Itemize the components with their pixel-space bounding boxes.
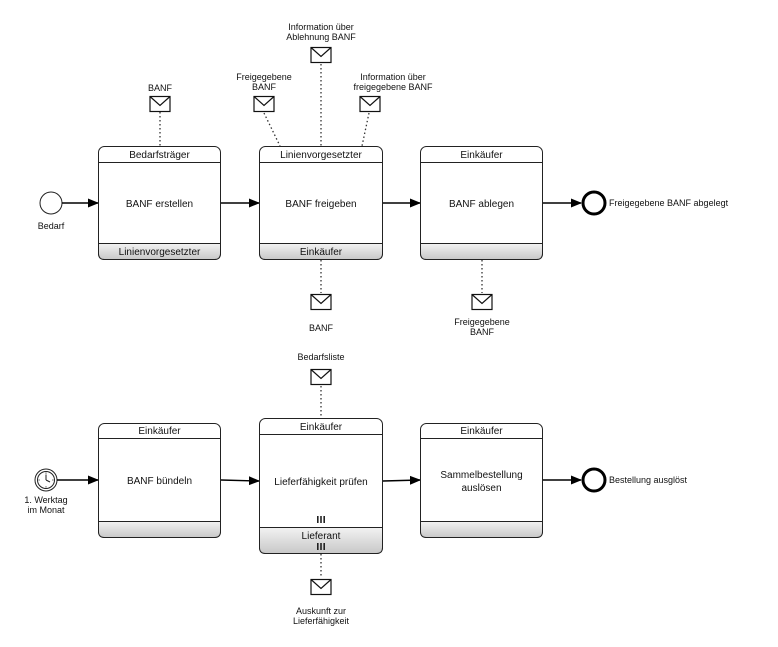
envelope-icon <box>310 46 332 64</box>
end-event-label: Freigegebene BANF abgelegt <box>609 198 729 208</box>
message-label: Auskunft zur <box>296 606 346 616</box>
task-name: Lieferfähigkeit prüfen <box>274 477 367 488</box>
choreography-task-sammelbestellung-ausloesen[interactable]: Einkäufer Sammelbestellung auslösen <box>420 423 543 538</box>
message-banf-in: BANF <box>148 83 173 113</box>
task-name: BANF freigeben <box>285 199 356 210</box>
sequence-flow <box>220 476 261 486</box>
message-association <box>361 112 370 147</box>
task-name: Sammelbestellung <box>440 470 522 481</box>
multi-instance-marker-icon <box>317 516 325 523</box>
envelope-icon <box>471 293 493 311</box>
multi-instance-marker-icon <box>317 543 325 550</box>
start-event-label: Bedarf <box>38 221 65 231</box>
initiator-label: Einkäufer <box>460 426 503 437</box>
envelope-icon <box>310 293 332 311</box>
message-label: Freigegebene <box>454 317 510 327</box>
message-label: BANF <box>252 82 277 92</box>
start-event-label: 1. Werktag <box>24 495 67 505</box>
message-label: Information über <box>288 22 354 32</box>
choreography-task-banf-erstellen[interactable]: Bedarfsträger BANF erstellen Linienvorge… <box>98 146 221 260</box>
message-ablehnung-banf: Information über Ablehnung BANF <box>286 22 356 64</box>
participant-label: Einkäufer <box>300 247 343 258</box>
message-label: Information über <box>360 72 426 82</box>
message-label: BANF <box>309 323 334 333</box>
choreography-task-banf-ablegen[interactable]: Einkäufer BANF ablegen <box>420 146 543 260</box>
initiator-label: Bedarfsträger <box>129 150 190 161</box>
envelope-icon <box>359 95 381 113</box>
message-association <box>263 112 281 147</box>
message-label: Lieferfähigkeit <box>293 616 350 626</box>
message-info-freigegebene-banf: Information über freigegebene BANF <box>353 72 433 113</box>
message-auskunft-lieferfaehigkeit: Auskunft zur Lieferfähigkeit <box>293 578 350 626</box>
envelope-icon <box>310 578 332 596</box>
start-event-label: im Monat <box>27 505 65 515</box>
message-banf-out: BANF <box>309 293 334 333</box>
choreography-task-banf-buendeln[interactable]: Einkäufer BANF bündeln <box>98 423 221 538</box>
message-label: Freigegebene <box>236 72 292 82</box>
envelope-icon <box>253 95 275 113</box>
message-label: Bedarfsliste <box>297 352 344 362</box>
task-name: BANF erstellen <box>126 199 193 210</box>
end-event-freigegebene-banf-abgelegt[interactable] <box>581 190 607 216</box>
task-name: BANF ablegen <box>449 199 514 210</box>
message-label: Ablehnung BANF <box>286 32 356 42</box>
participant-label: Lieferant <box>302 531 341 542</box>
message-label: BANF <box>148 83 173 93</box>
timer-start-event[interactable] <box>34 468 58 492</box>
end-event-label: Bestellung ausglöst <box>609 475 688 485</box>
message-bedarfsliste: Bedarfsliste <box>297 352 345 386</box>
sequence-flow <box>382 475 422 485</box>
initiator-label: Einkäufer <box>460 150 503 161</box>
end-event-bestellung-ausgeloest[interactable] <box>581 467 607 493</box>
message-freigegebene-banf-out: Freigegebene BANF <box>454 293 510 337</box>
envelope-icon <box>310 368 332 386</box>
message-label: freigegebene BANF <box>353 82 433 92</box>
task-name: auslösen <box>461 483 501 494</box>
task-name: BANF bündeln <box>127 476 192 487</box>
participant-label: Linienvorgesetzter <box>119 247 201 258</box>
message-freigegebene-banf-in: Freigegebene BANF <box>236 72 292 113</box>
initiator-label: Einkäufer <box>138 426 181 437</box>
initiator-label: Linienvorgesetzter <box>280 150 362 161</box>
choreography-task-lieferfaehigkeit-pruefen[interactable]: Einkäufer Lieferfähigkeit prüfen Liefera… <box>259 418 383 554</box>
message-label: BANF <box>470 327 495 337</box>
initiator-label: Einkäufer <box>300 422 343 433</box>
choreography-task-banf-freigeben[interactable]: Linienvorgesetzter BANF freigeben Einkäu… <box>259 146 383 260</box>
envelope-icon <box>149 95 171 113</box>
start-event-bedarf[interactable] <box>39 191 63 215</box>
